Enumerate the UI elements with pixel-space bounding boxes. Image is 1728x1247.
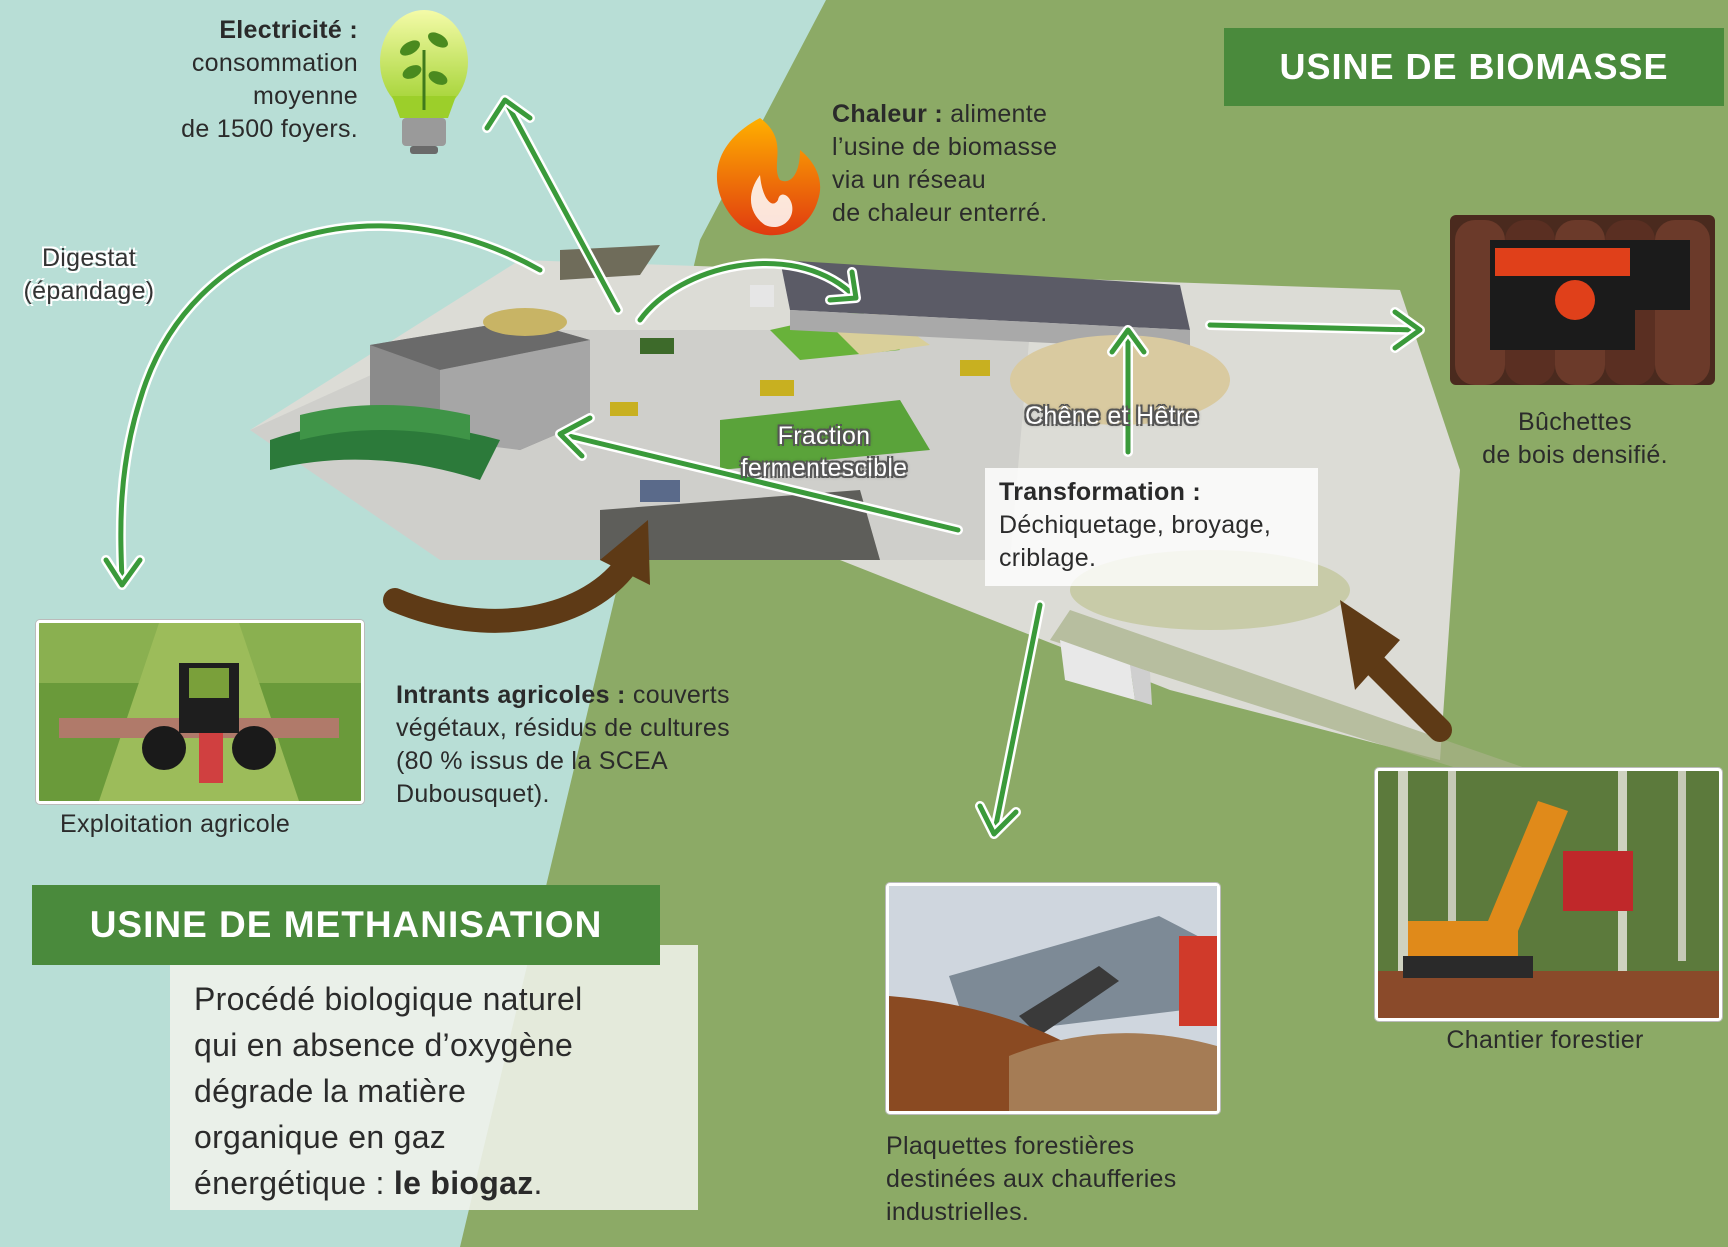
heat-note: Chaleur : alimente l’usine de biomasse v… — [832, 98, 1132, 230]
forest-photo — [1375, 768, 1722, 1021]
intrants-line: couverts — [625, 681, 730, 709]
chips-line: industrielles. — [886, 1198, 1030, 1226]
digestat-label: Digestat (épandage) — [0, 242, 178, 308]
transformation-line: Déchiquetage, broyage, — [999, 511, 1272, 539]
flow-arrows — [101, 95, 1425, 839]
logs-line: Bûchettes — [1518, 408, 1632, 436]
arrow-digestat — [101, 220, 545, 590]
arrow-to-electricity — [482, 95, 623, 315]
logs-line: de bois densifié. — [1482, 441, 1668, 469]
arrow-heat — [635, 258, 861, 325]
biomasse-title: USINE DE BIOMASSE — [1224, 28, 1724, 106]
process-line-end: . — [533, 1165, 543, 1201]
process-line: dégrade la matière — [194, 1073, 467, 1109]
heat-label: Chaleur : — [832, 100, 944, 128]
electricity-label: Electricité : — [219, 16, 358, 44]
intrants-label: Intrants agricoles : — [396, 681, 626, 709]
intrants-line: Dubousquet). — [396, 780, 550, 808]
arrow-oak-beech — [1107, 325, 1149, 457]
process-note: Procédé biologique naturel qui en absenc… — [194, 976, 694, 1206]
process-box — [170, 945, 698, 1210]
process-line: énergétique : — [194, 1165, 394, 1201]
process-line: qui en absence d’oxygène — [194, 1027, 574, 1063]
heat-line: alimente — [943, 100, 1048, 128]
oak-beech-label: Chêne et Hêtre — [1025, 402, 1199, 430]
arrow-to-logs — [1205, 307, 1425, 353]
fraction-label: Fraction fermentescible — [714, 420, 934, 484]
methanisation-title: USINE DE METHANISATION — [32, 885, 660, 965]
chips-line: destinées aux chaufferies — [886, 1165, 1177, 1193]
electricity-note: Electricité : consommation moyenne de 15… — [120, 14, 358, 146]
heat-line: via un réseau — [832, 166, 986, 194]
electricity-line: moyenne — [253, 82, 358, 110]
wood-chips-photo — [886, 883, 1220, 1114]
farm-photo — [36, 620, 364, 804]
intrants-note: Intrants agricoles : couverts végétaux, … — [396, 679, 816, 811]
chips-line: Plaquettes forestières — [886, 1132, 1135, 1160]
heat-line: de chaleur enterré. — [832, 199, 1048, 227]
biogaz-term: le biogaz — [393, 1165, 534, 1201]
arrow-intrants — [383, 520, 650, 633]
process-line: Procédé biologique naturel — [194, 981, 583, 1017]
fraction-line: fermentescible — [740, 454, 908, 482]
flame-icon — [716, 118, 821, 236]
transformation-note: Transformation : Déchiquetage, broyage, … — [985, 468, 1318, 586]
logs-package-image — [1450, 215, 1715, 385]
electricity-line: consommation — [191, 49, 358, 77]
process-line: organique en gaz — [194, 1119, 447, 1155]
intrants-line: végétaux, résidus de cultures — [396, 714, 730, 742]
light-bulb-icon — [380, 10, 468, 154]
arrow-to-chips — [975, 600, 1045, 839]
intrants-line: (80 % issus de la SCEA — [396, 747, 668, 775]
arrow-fraction — [555, 413, 963, 535]
digestat-line: Digestat — [41, 244, 137, 272]
transformation-label: Transformation : — [999, 478, 1202, 506]
fraction-line: Fraction — [777, 422, 871, 450]
farm-caption: Exploitation agricole — [60, 810, 291, 838]
logs-caption: Bûchettes de bois densifié. — [1440, 406, 1710, 472]
digestat-line: (épandage) — [23, 277, 155, 305]
chips-caption: Plaquettes forestières destinées aux cha… — [886, 1130, 1246, 1229]
forest-caption: Chantier forestier — [1446, 1026, 1644, 1054]
heat-line: l’usine de biomasse — [832, 133, 1058, 161]
arrow-forest — [1340, 600, 1452, 742]
transformation-line: criblage. — [999, 544, 1097, 572]
electricity-line: de 1500 foyers. — [181, 115, 358, 143]
